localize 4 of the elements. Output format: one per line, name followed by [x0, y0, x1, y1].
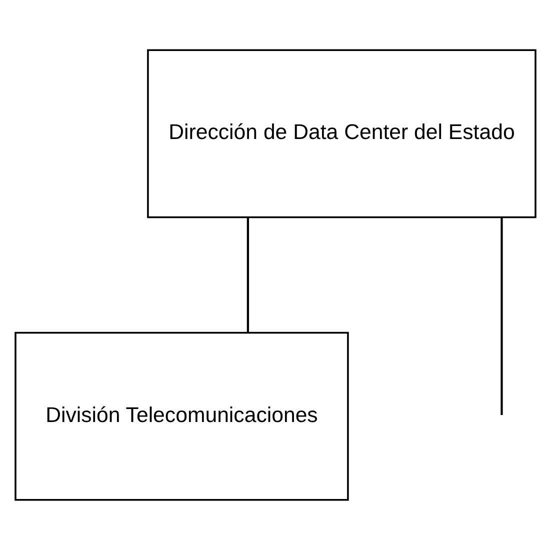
- connector: [246, 218, 250, 333]
- node-box: Dirección de Data Center del Estado: [147, 49, 536, 218]
- connector: [500, 218, 503, 416]
- node-box: División Telecomunicaciones: [14, 332, 349, 501]
